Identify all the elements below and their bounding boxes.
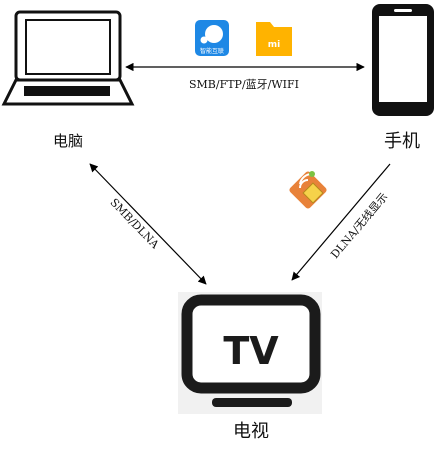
computer-phone-protocol-label: SMB/FTP/蓝牙/WIFI: [189, 78, 299, 91]
computer-tv-arrow: [89, 163, 207, 285]
phone-label: 手机: [384, 131, 420, 152]
mi-file-manager-icon: mi: [256, 22, 292, 56]
smart-interconnect-caption: 智能互联: [200, 47, 224, 55]
phone-tv-arrow: [291, 163, 391, 281]
tv-label: 电视: [233, 421, 269, 442]
tv-icon: TV: [178, 292, 322, 414]
smart-interconnect-app-icon: 智能互联: [195, 20, 229, 56]
mi-file-manager-mark: mi: [268, 40, 280, 50]
computer-tv-protocol-label: SMB/DLNA: [108, 196, 163, 252]
tv-screen-text: TV: [223, 329, 279, 373]
laptop-icon: [1, 10, 135, 106]
computer-label: 电脑: [53, 132, 83, 150]
phone-icon: [372, 4, 434, 116]
wireless-cast-app-icon: [289, 171, 327, 209]
